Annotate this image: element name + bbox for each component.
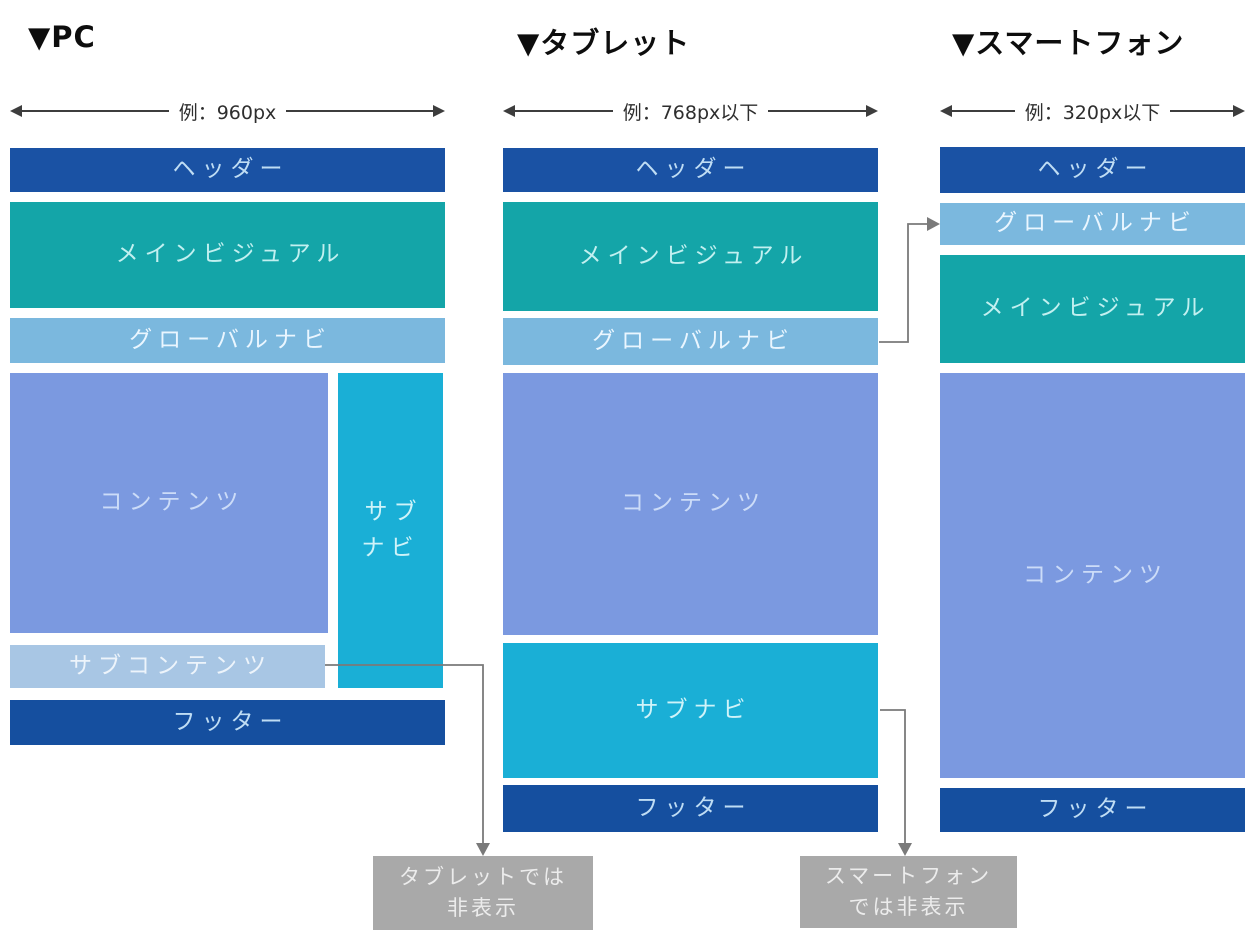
pc-global-nav-block: グローバルナビ (10, 318, 445, 363)
smartphone-footer-block: フッター (940, 788, 1245, 832)
pc-sub-contents-block: サブコンテンツ (10, 645, 325, 688)
dimension-line (768, 110, 867, 112)
dimension-line (515, 110, 613, 112)
left-arrowhead-icon (940, 105, 952, 117)
pc-footer-block: フッター (10, 700, 445, 745)
down-arrowhead-icon (476, 843, 490, 856)
smartphone-column-title: ▼スマートフォン (952, 26, 1185, 60)
tablet-contents-block: コンテンツ (503, 373, 878, 635)
right-arrowhead-icon (1233, 105, 1246, 117)
smartphone-hidden-note: スマートフォン では非表示 (800, 856, 1017, 928)
right-arrowhead-icon (927, 217, 940, 231)
pc-width-label: 例：960px (178, 101, 277, 124)
left-arrowhead-icon (503, 105, 515, 117)
tablet-header-block: ヘッダー (503, 148, 878, 192)
dimension-line (952, 110, 1015, 112)
tablet-column: ▼タブレット 例：768px以下 ヘッダー メインビジュアル グローバルナビ コ… (503, 0, 879, 940)
tablet-hidden-note: タブレットでは 非表示 (373, 856, 593, 930)
pc-column: ▼PC 例：960px ヘッダー メインビジュアル グローバルナビ コンテンツ … (10, 0, 446, 940)
tablet-footer-block: フッター (503, 785, 878, 832)
down-arrowhead-icon (898, 843, 912, 856)
tablet-global-nav-block: グローバルナビ (503, 318, 878, 365)
dimension-line (286, 110, 434, 112)
smartphone-global-nav-block: グローバルナビ (940, 203, 1245, 245)
dimension-line (22, 110, 169, 112)
dimension-line (1170, 110, 1234, 112)
left-arrowhead-icon (10, 105, 22, 117)
right-arrowhead-icon (866, 105, 879, 117)
smartphone-width-label: 例：320px以下 (1024, 101, 1161, 124)
pc-main-visual-block: メインビジュアル (10, 202, 445, 308)
pc-contents-block: コンテンツ (10, 373, 328, 633)
tablet-width-dimension: 例：768px以下 (503, 101, 879, 124)
right-arrowhead-icon (433, 105, 446, 117)
tablet-sub-nav-block: サブナビ (503, 643, 878, 778)
tablet-main-visual-block: メインビジュアル (503, 202, 878, 311)
pc-header-block: ヘッダー (10, 148, 445, 192)
smartphone-column: ▼スマートフォン 例：320px以下 ヘッダー グローバルナビ メインビジュアル… (940, 0, 1246, 940)
smartphone-width-dimension: 例：320px以下 (940, 101, 1246, 124)
tablet-column-title: ▼タブレット (517, 26, 691, 60)
smartphone-contents-block: コンテンツ (940, 373, 1245, 778)
pc-width-dimension: 例：960px (10, 101, 446, 124)
connector-subnav-to-note (880, 709, 906, 845)
pc-column-title: ▼PC (28, 20, 96, 54)
tablet-width-label: 例：768px以下 (622, 101, 759, 124)
smartphone-header-block: ヘッダー (940, 147, 1245, 193)
smartphone-main-visual-block: メインビジュアル (940, 255, 1245, 363)
pc-sub-nav-block: サブ ナビ (338, 373, 443, 688)
connector-globalnav-move (879, 223, 928, 343)
